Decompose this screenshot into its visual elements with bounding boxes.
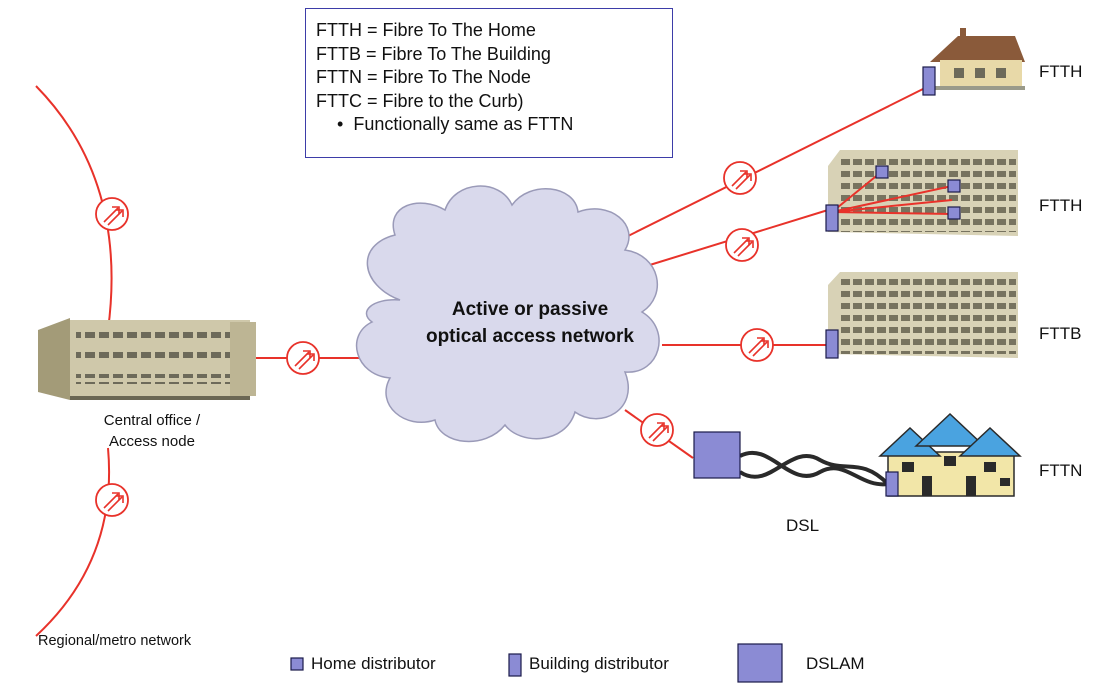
legend-dslam-label: DSLAM — [806, 654, 865, 673]
optical-transceiver-icon — [725, 228, 759, 262]
regional-network-label: Regional/metro network — [38, 633, 192, 649]
cloud-label: Active or passive optical access network — [415, 296, 645, 350]
optical-transceiver-icon — [95, 483, 129, 517]
apartment-building-icon — [828, 272, 1018, 358]
optical-transceiver-icon — [640, 413, 674, 447]
home-distributor — [947, 179, 961, 193]
row-houses-icon — [878, 412, 1022, 497]
legend-building-distributor-label: Building distributor — [529, 654, 669, 673]
home-distributor — [947, 206, 961, 220]
definition-ftth: FTTH = Fibre To The Home — [316, 20, 536, 40]
endpoint-label-building-fttb: FTTB — [1039, 324, 1082, 343]
endpoint-label-fttn: FTTN — [1039, 461, 1083, 480]
dsl-label: DSL — [786, 516, 820, 535]
dslam — [693, 431, 741, 479]
home-distributor — [875, 165, 889, 179]
legend-home-distributor-label: Home distributor — [311, 654, 436, 673]
definition-bullet-text: Functionally same as FTTN — [353, 114, 574, 134]
building-distributor — [922, 66, 936, 96]
definition-bullet: • Functionally same as FTTN — [316, 113, 672, 137]
building-distributor — [825, 329, 839, 359]
bullet-icon: • — [337, 114, 344, 134]
optical-transceiver-icon — [286, 341, 320, 375]
definition-fttn: FTTN = Fibre To The Node — [316, 67, 531, 87]
optical-network-cloud — [355, 185, 660, 443]
fibre-cloud-house — [599, 87, 926, 251]
office-building-icon — [38, 318, 256, 400]
central-office-label: Central office / Access node — [62, 410, 242, 452]
cloud-label-line2: optical access network — [425, 326, 635, 347]
legend-building-distributor-swatch — [508, 653, 522, 677]
legend-dslam-swatch — [737, 643, 783, 683]
optical-transceiver-icon — [95, 197, 129, 231]
endpoint-label-building-ftth: FTTH — [1039, 196, 1083, 215]
building-distributor — [885, 471, 899, 497]
legend-home-distributor-swatch — [290, 657, 304, 671]
definitions-box: FTTH = Fibre To The Home FTTB = Fibre To… — [305, 8, 673, 158]
optical-transceiver-icon — [723, 161, 757, 195]
regional-arc-bottom — [35, 447, 111, 637]
regional-arc-top — [35, 85, 113, 331]
dsl-twisted-pair — [738, 450, 890, 487]
house-icon — [930, 28, 1025, 90]
apartment-building-icon — [828, 150, 1018, 236]
building-distributor — [825, 204, 839, 232]
central-office-line2: Access node — [109, 433, 195, 450]
optical-transceiver-icon — [740, 328, 774, 362]
central-office-line1: Central office / — [103, 412, 201, 429]
cloud-label-line1: Active or passive — [451, 299, 609, 320]
endpoint-label-house: FTTH — [1039, 62, 1083, 81]
definition-fttb: FTTB = Fibre To The Building — [316, 43, 551, 64]
definition-fttc: FTTC = Fibre to the Curb) — [316, 90, 524, 111]
